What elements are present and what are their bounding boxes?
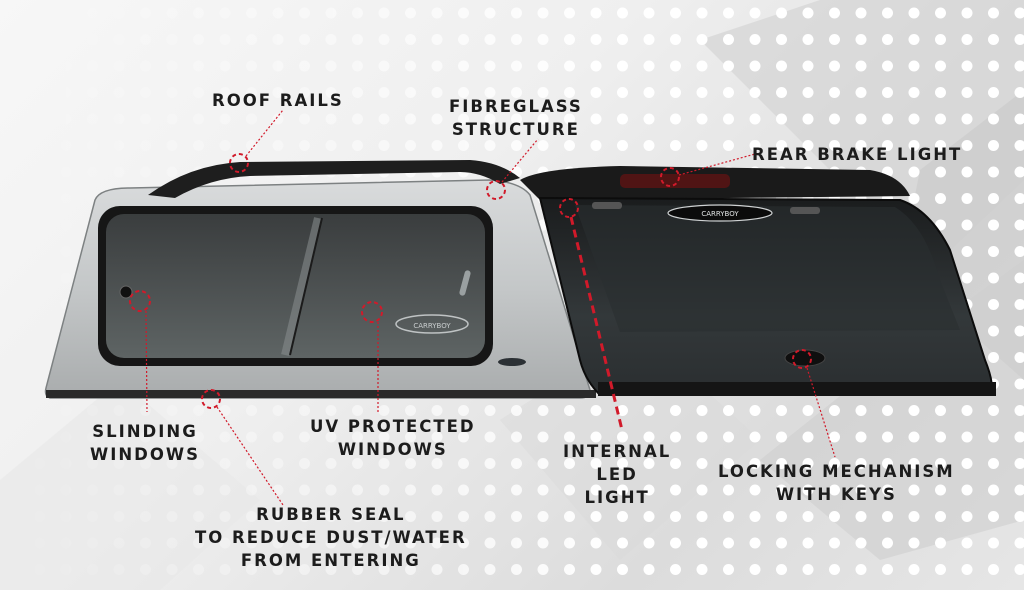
callout-markers [129,109,836,506]
label-fibreglass-structure: FIBREGLASS STRUCTURE [449,97,583,139]
rear-logo-badge [667,204,773,222]
label-rear-brake-light: REAR BRAKE LIGHT [752,145,963,164]
label-internal-led-light: INTERNAL LED LIGHT [563,442,672,507]
svg-text:CARRYBOY: CARRYBOY [701,210,739,218]
label-slinding-windows: SLINDING WINDOWS [90,422,200,464]
lock-handle [784,349,826,367]
label-locking-mechanism: LOCKING MECHANISM WITH KEYS [718,462,955,504]
label-roof-rails: ROOF RAILS [212,91,344,110]
side-logo-badge [395,314,469,334]
label-uv-protected-windows: UV PROTECTED WINDOWS [310,417,476,459]
label-rubber-seal: RUBBER SEAL TO REDUCE DUST/WATER FROM EN… [195,505,467,570]
svg-text:CARRYBOY: CARRYBOY [413,322,451,330]
